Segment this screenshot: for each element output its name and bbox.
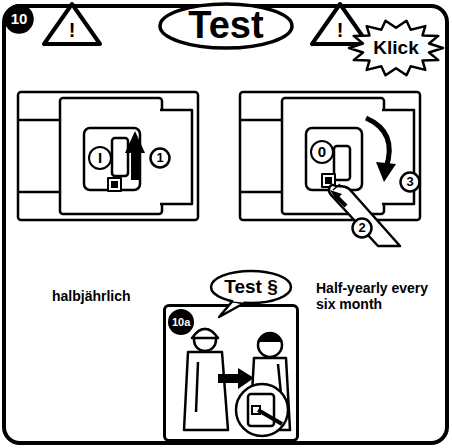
inset-box: 10aTest § [163,304,299,442]
callout-number: 2 [351,217,373,239]
inset-number: 10a [168,309,194,335]
warning-mark: ! [337,19,344,42]
title-oval: Test [158,2,294,50]
node-text: 2 [358,221,365,235]
callout-number: 3 [399,171,421,193]
node-text: Test § [224,277,278,298]
node-text: Test [188,5,263,47]
switch-off-mark: 0 [310,140,334,164]
interval-text: halbjährlich [52,288,131,304]
speech-bubble: Test § [209,269,293,305]
switch-on-mark: I [88,146,112,170]
warning-mark: ! [69,19,76,42]
node-text: 10 [11,11,28,28]
callout-number: 1 [149,147,171,169]
click-burst: Klick [347,18,445,78]
node-text: Klick [373,38,418,59]
step-number: 10 [4,4,34,34]
node-text: 1 [156,151,163,165]
node-text: 3 [406,175,413,189]
interval-text: Half-yearly every six month [316,280,438,312]
